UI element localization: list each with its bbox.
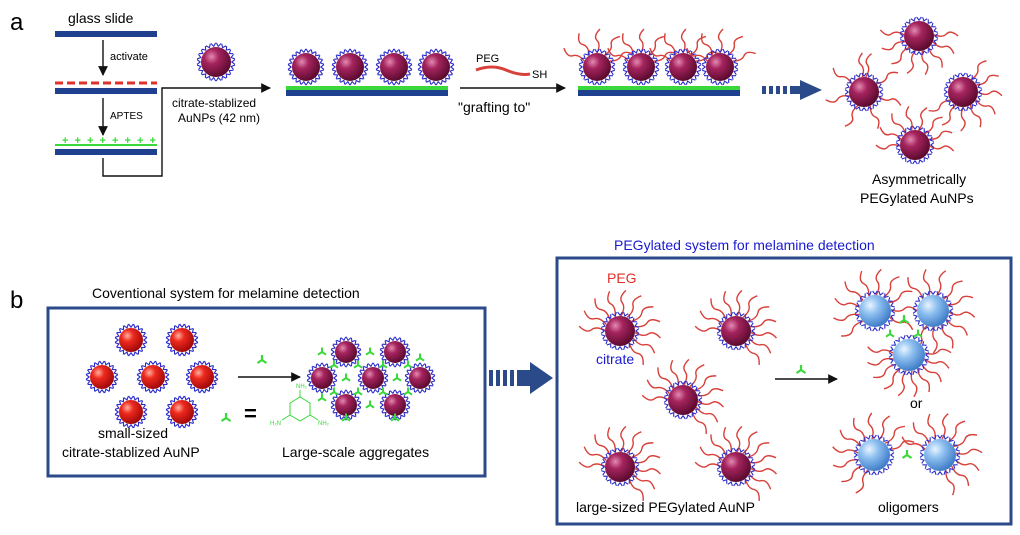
svg-text:NH₂: NH₂ <box>318 421 330 427</box>
activate-label: activate <box>110 51 148 63</box>
glass-slide-label: glass slide <box>68 10 134 26</box>
aptes-plus-markers: + + + + + + + + <box>62 135 156 147</box>
citrate-np-label-2: AuNPs (42 nm) <box>178 111 260 125</box>
svg-text:+: + <box>100 135 106 147</box>
release-arrow <box>762 80 822 100</box>
immobilized-aptes-layer <box>286 86 448 90</box>
svg-text:+: + <box>75 135 81 147</box>
grafted-aunp-row <box>563 28 756 86</box>
glass-slide-activated <box>55 88 157 94</box>
citrate-aunp-free <box>196 42 236 82</box>
melamine-icon-arrow <box>256 355 268 364</box>
conventional-title: Coventional system for melamine detectio… <box>92 285 360 301</box>
equals-sign: = <box>244 401 257 426</box>
panel-b-letter: b <box>10 287 23 314</box>
oligomers-label: oligomers <box>878 499 939 515</box>
glass-slide-immobilized <box>286 90 448 96</box>
peg-chain-icon <box>475 65 531 76</box>
sh-label: SH <box>532 69 547 81</box>
svg-text:+: + <box>137 135 143 147</box>
svg-text:+: + <box>125 135 131 147</box>
grafted-aptes-layer <box>578 86 740 90</box>
or-label: or <box>910 395 923 411</box>
peg-reagent-label: PEG <box>476 53 499 65</box>
asymmetric-pegylated-aunps <box>825 16 1003 165</box>
peg-label: PEG <box>607 270 637 286</box>
large-pegylated-aunps <box>578 289 778 502</box>
melamine-structure-icon: NH₂ NH₂ H₂N <box>270 384 330 427</box>
pegylated-box <box>555 256 1013 526</box>
melamine-icon-peg <box>795 365 807 374</box>
svg-text:+: + <box>62 135 68 147</box>
svg-text:+: + <box>150 135 156 147</box>
product-label-2: PEGylated AuNPs <box>860 190 974 206</box>
grafting-to-label: "grafting to" <box>458 99 530 115</box>
aggregates-label: Large-scale aggregates <box>282 444 429 460</box>
svg-text:+: + <box>112 135 118 147</box>
small-citrate-aunps <box>85 323 219 429</box>
svg-text:+: + <box>87 135 93 147</box>
system-arrow <box>489 362 553 394</box>
connector-arrow <box>102 83 271 177</box>
citrate-np-label-1: citrate-stablized <box>172 96 256 110</box>
glass-slide-bare <box>55 31 157 37</box>
conventional-box <box>46 306 487 478</box>
product-label-1: Asymmetrically <box>872 171 966 187</box>
large-scale-aggregate <box>306 336 436 422</box>
citrate-label: citrate <box>596 351 634 367</box>
pegylated-title: PEGylated system for melamine detection <box>614 237 875 253</box>
large-np-label: large-sized PEGylated AuNP <box>576 499 755 515</box>
immobilized-aunp-row <box>287 48 455 86</box>
glass-slide-aptes <box>55 149 157 155</box>
aptes-label: APTES <box>110 111 143 122</box>
melamine-icon-legend <box>220 413 232 422</box>
svg-text:NH₂: NH₂ <box>296 384 308 390</box>
oligomer-dimer <box>832 412 983 496</box>
glass-slide-grafted <box>578 90 740 96</box>
panel-a-letter: a <box>10 9 24 36</box>
svg-text:H₂N: H₂N <box>270 421 281 427</box>
small-np-label-1: small-sized <box>98 425 168 441</box>
panel-b: b Coventional system for melamine detect… <box>10 237 1013 526</box>
oligomer-trimer <box>833 268 976 398</box>
panel-a: a glass slide activate APTES + + + + + + + + ci… <box>10 9 1003 206</box>
small-np-label-2: citrate-stablized AuNP <box>62 444 200 460</box>
